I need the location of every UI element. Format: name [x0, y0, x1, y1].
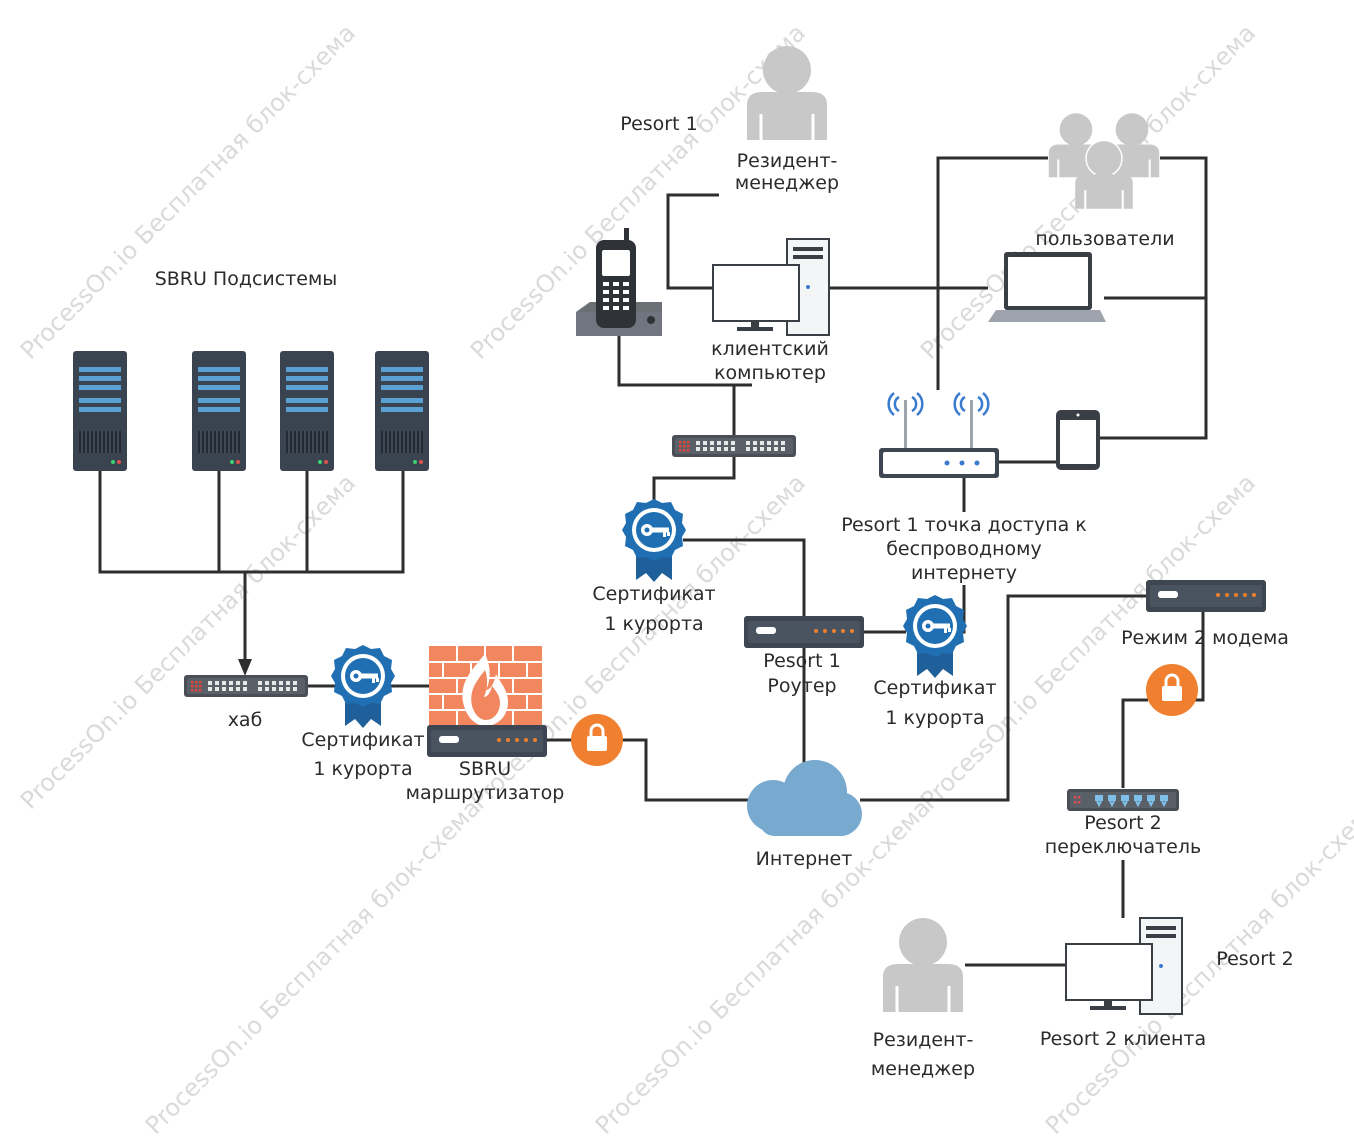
resort1-label: Pesort 1	[620, 113, 698, 135]
users-group-icon	[1047, 112, 1161, 210]
sbru-router-label: SBRU маршрутизатор	[405, 758, 565, 804]
laptop-icon	[988, 252, 1106, 322]
resort2-label: Pesort 2	[1216, 948, 1294, 970]
access-point-label: Pesort 1 точка доступа к беспроводному и…	[841, 514, 1087, 584]
lock-icon	[1144, 662, 1200, 718]
certificate-top-label: Сертификат 1 курорта	[592, 583, 716, 635]
router-icon	[1146, 580, 1266, 612]
switch2-label: Pesort 2 переключатель	[1044, 812, 1202, 858]
users-label: пользователи	[1035, 228, 1175, 250]
server-icon	[279, 350, 335, 472]
hub-label: хаб	[227, 709, 263, 731]
cordless-phone-icon	[576, 228, 662, 336]
modem2-label: Режим 2 модема	[1121, 627, 1289, 649]
router-icon	[744, 616, 864, 648]
internet-label: Интернет	[755, 848, 853, 870]
certificate-right-label: Сертификат 1 курорта	[873, 677, 997, 729]
person-icon	[745, 44, 829, 142]
firewall-icon	[429, 646, 542, 728]
certificate-left-label: Сертификат 1 курорта	[301, 729, 425, 780]
certificate-icon	[622, 499, 686, 582]
tablet-icon	[1056, 410, 1100, 470]
resident-manager-top-label: Резидент- менеджер	[734, 150, 840, 194]
cloud-icon	[747, 760, 862, 836]
client-computer-label: клиентский компьютер	[711, 338, 829, 384]
person-icon	[881, 916, 965, 1014]
resort1-router-label: Pesort 1 Роутер	[763, 650, 841, 697]
server-icon	[374, 350, 430, 472]
client2-label: Pesort 2 клиента	[1039, 1028, 1207, 1050]
router-icon	[427, 725, 547, 757]
resident-manager-bottom-label: Резидент- менеджер	[870, 1029, 976, 1080]
sbru-subsystems-label: SBRU Подсистемы	[154, 268, 338, 290]
hub-icon	[184, 675, 308, 697]
certificate-icon	[331, 645, 395, 728]
server-icon	[191, 350, 247, 472]
switch-icon	[672, 435, 796, 457]
certificate-icon	[903, 595, 967, 678]
desktop-computer-icon	[1065, 917, 1183, 1015]
switch-icon	[1066, 788, 1180, 812]
arrow-head	[238, 659, 252, 676]
server-icon	[72, 350, 128, 472]
desktop-computer-icon	[712, 238, 830, 336]
wifi-access-point-icon	[879, 392, 999, 478]
lock-icon	[569, 712, 625, 768]
